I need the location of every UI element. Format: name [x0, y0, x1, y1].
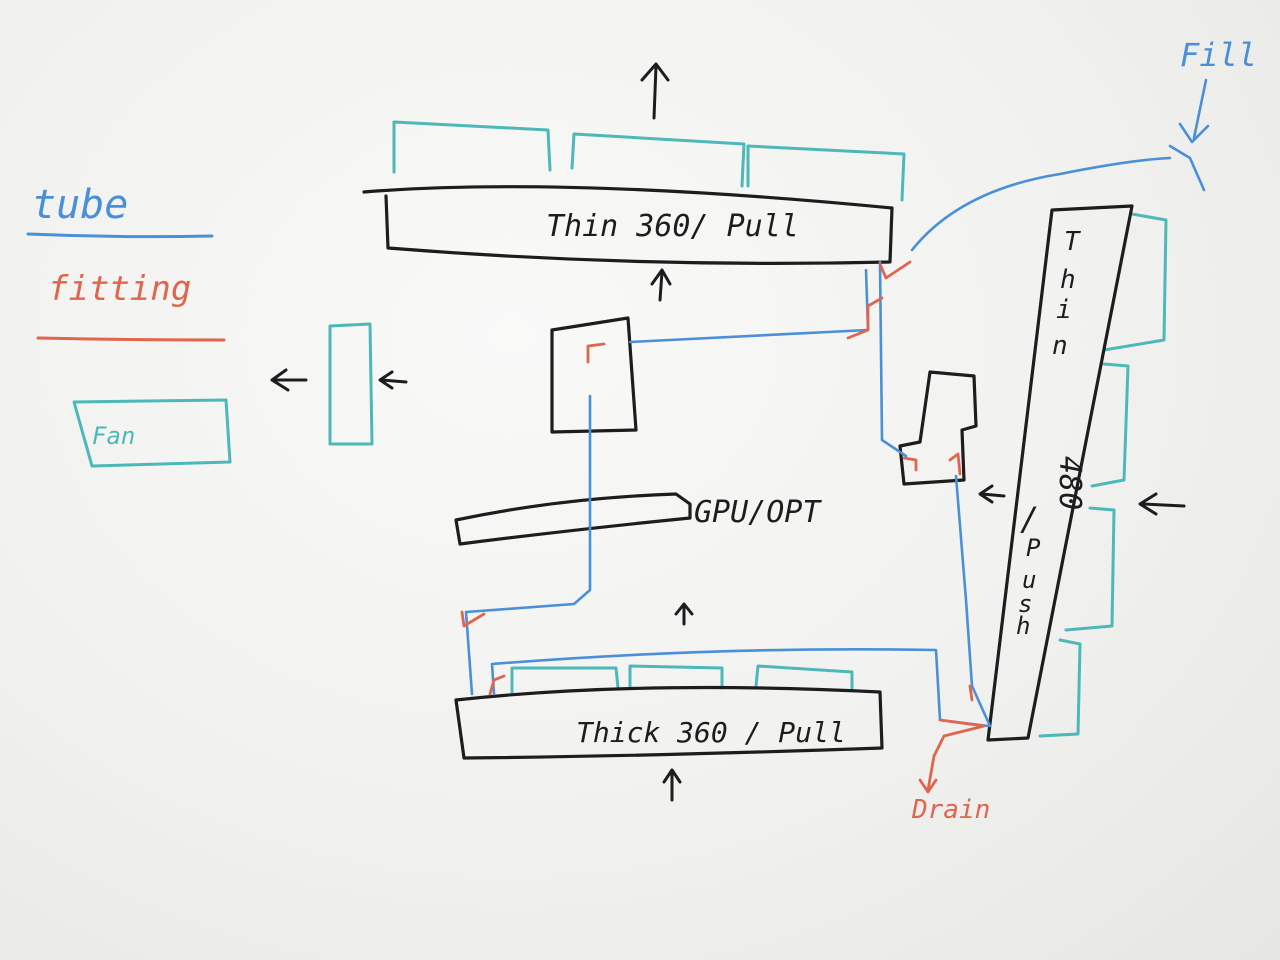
arrow-up-top-rad-icon — [650, 268, 672, 302]
arrow-up-bottom-icon — [662, 768, 682, 802]
side-rad-char: T — [1064, 227, 1081, 257]
fitting-pump-out — [948, 452, 962, 476]
legend-fitting-label: fitting — [48, 269, 191, 309]
fill-arrow-icon — [1178, 78, 1210, 144]
arrow-up-top-icon — [640, 62, 670, 120]
bottom-fan-3 — [754, 664, 854, 692]
bottom-radiator — [454, 685, 884, 760]
fitting-bottomrad-out — [488, 674, 506, 696]
fitting-res-in — [902, 456, 918, 472]
top-radiator-label: Thin 360/ Pull — [546, 209, 799, 244]
arrow-left-front-icon — [1138, 492, 1186, 516]
fitting-drain-tee — [926, 718, 986, 792]
side-rad-char: / — [1020, 500, 1039, 538]
bottom-fan-2 — [628, 664, 724, 690]
tube-toprad-cpu — [628, 268, 870, 344]
top-fan-1 — [392, 120, 552, 174]
side-rad-char: i — [1056, 295, 1072, 325]
legend-tube-label: tube — [32, 182, 128, 228]
arrow-left-side-icon — [978, 484, 1006, 504]
drain-arrow-icon — [918, 778, 938, 794]
side-rad-char: h — [1016, 612, 1030, 640]
tube-toprad-res — [878, 260, 908, 458]
side-rad-char: h — [1060, 265, 1076, 295]
side-rad-char: s — [1018, 590, 1032, 618]
fittings — [460, 260, 986, 794]
tube-pump-siderad — [954, 474, 992, 728]
legend: tube fitting Fan — [26, 182, 232, 468]
fitting-toprad-in — [878, 260, 912, 280]
side-fan-2 — [1090, 362, 1130, 488]
components — [362, 185, 1134, 760]
side-radiator — [986, 204, 1134, 742]
arrow-left-rear-icon — [270, 368, 308, 392]
fitting-bottomrad-in — [460, 610, 486, 628]
side-fan-3 — [1064, 506, 1116, 632]
fitting-siderad-in — [968, 684, 974, 702]
legend-fan-label: Fan — [92, 422, 135, 450]
side-fan-4 — [1038, 638, 1082, 738]
airflow-arrows — [270, 62, 1186, 802]
drain-label: Drain — [911, 795, 990, 825]
legend-fitting-line — [36, 336, 226, 342]
tube-cpu-bottomrad — [464, 394, 592, 696]
gpu-card — [454, 492, 692, 546]
top-fan-3 — [746, 144, 906, 202]
reservoir-pump — [898, 370, 978, 486]
fitting-toprad-out — [846, 296, 884, 340]
side-rad-char: 480 — [1052, 456, 1087, 510]
bottom-fan-1 — [510, 666, 620, 694]
gpu-label: GPU/OPT — [694, 495, 822, 530]
top-fan-2 — [570, 132, 746, 188]
fitting-cpu-in — [586, 342, 606, 364]
side-rad-char: P — [1026, 534, 1041, 562]
fill-label: Fill — [1180, 36, 1257, 74]
tube-bottomrad-siderad — [490, 647, 990, 728]
legend-fan-box — [72, 398, 232, 468]
top-radiator — [362, 185, 894, 265]
cpu-block — [550, 316, 638, 434]
arrow-up-gpu-icon — [674, 602, 694, 626]
legend-tube-line — [26, 232, 214, 239]
arrow-left-rear-in-icon — [378, 370, 408, 390]
side-radiator-label: T h i n 480 / P u s h — [1016, 227, 1087, 640]
rear-fan — [328, 322, 374, 446]
side-fan-1 — [1102, 212, 1168, 352]
fans — [328, 120, 1168, 738]
side-rad-char: u — [1022, 566, 1036, 594]
side-rad-char: n — [1052, 331, 1068, 361]
fill-port — [1168, 144, 1206, 192]
bottom-radiator-label: Thick 360 / Pull — [576, 716, 846, 749]
tube-fill-line — [910, 156, 1172, 252]
